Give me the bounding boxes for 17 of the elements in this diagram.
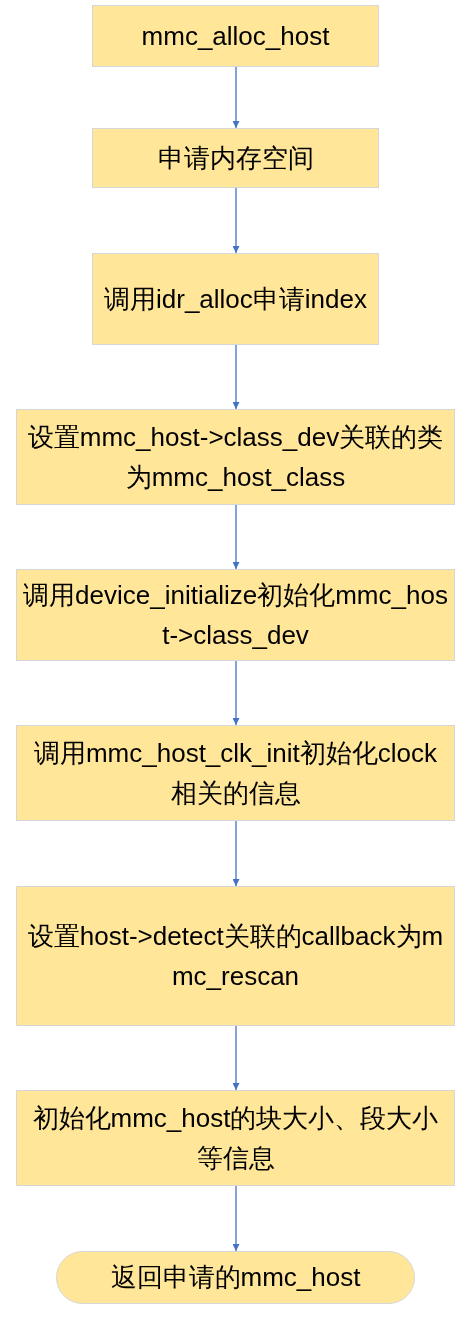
- arrow: [232, 660, 240, 726]
- process-box: mmc_alloc_host: [92, 5, 379, 67]
- arrow: [232, 1025, 240, 1091]
- process-box: 调用device_initialize初始化mmc_host->class_dev: [16, 569, 455, 661]
- process-box: 调用idr_alloc申请index: [92, 253, 379, 345]
- process-box: 设置mmc_host->class_dev关联的类为mmc_host_class: [16, 409, 455, 505]
- process-box: 设置host->detect关联的callback为mmc_rescan: [16, 886, 455, 1026]
- arrow: [232, 1185, 240, 1252]
- arrow: [232, 820, 240, 887]
- arrow: [232, 66, 240, 129]
- process-box: 调用mmc_host_clk_init初始化clock相关的信息: [16, 725, 455, 821]
- process-box: 申请内存空间: [92, 128, 379, 188]
- arrow: [232, 187, 240, 254]
- arrow: [232, 344, 240, 410]
- arrow: [232, 504, 240, 570]
- process-box: 初始化mmc_host的块大小、段大小等信息: [16, 1090, 455, 1186]
- terminal-box: 返回申请的mmc_host: [56, 1251, 415, 1304]
